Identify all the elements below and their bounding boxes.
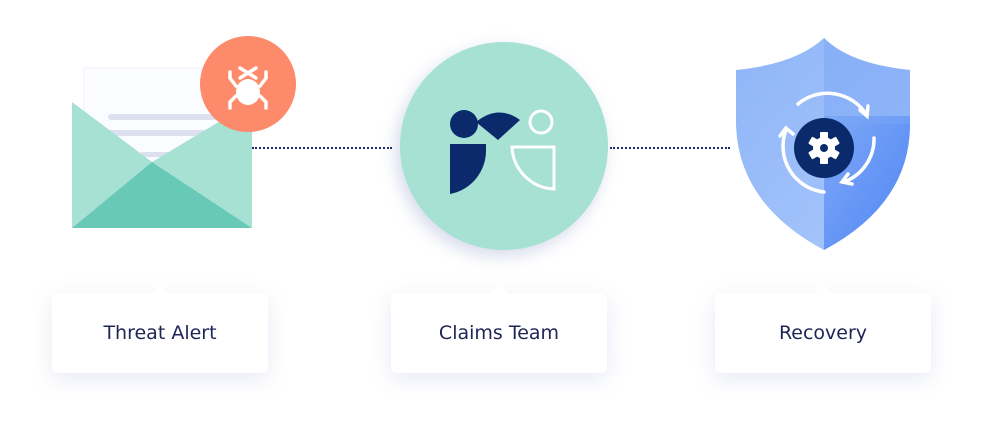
- bug-badge: [200, 36, 296, 132]
- step-label: Recovery: [778, 322, 868, 344]
- shield-gear-icon: [736, 38, 910, 250]
- step-label: Threat Alert: [103, 322, 217, 344]
- step-card-threat-alert: Threat Alert: [52, 293, 268, 373]
- gear-icon: [808, 132, 840, 164]
- step-card-recovery: Recovery: [715, 293, 931, 373]
- step-label: Claims Team: [438, 322, 560, 344]
- connector-dotted-line-1: [252, 147, 392, 151]
- connector-dotted-line-2: [610, 147, 730, 151]
- envelope-bug-icon: [72, 36, 296, 228]
- team-people-icon: [400, 42, 608, 250]
- step-card-claims-team: Claims Team: [391, 293, 607, 373]
